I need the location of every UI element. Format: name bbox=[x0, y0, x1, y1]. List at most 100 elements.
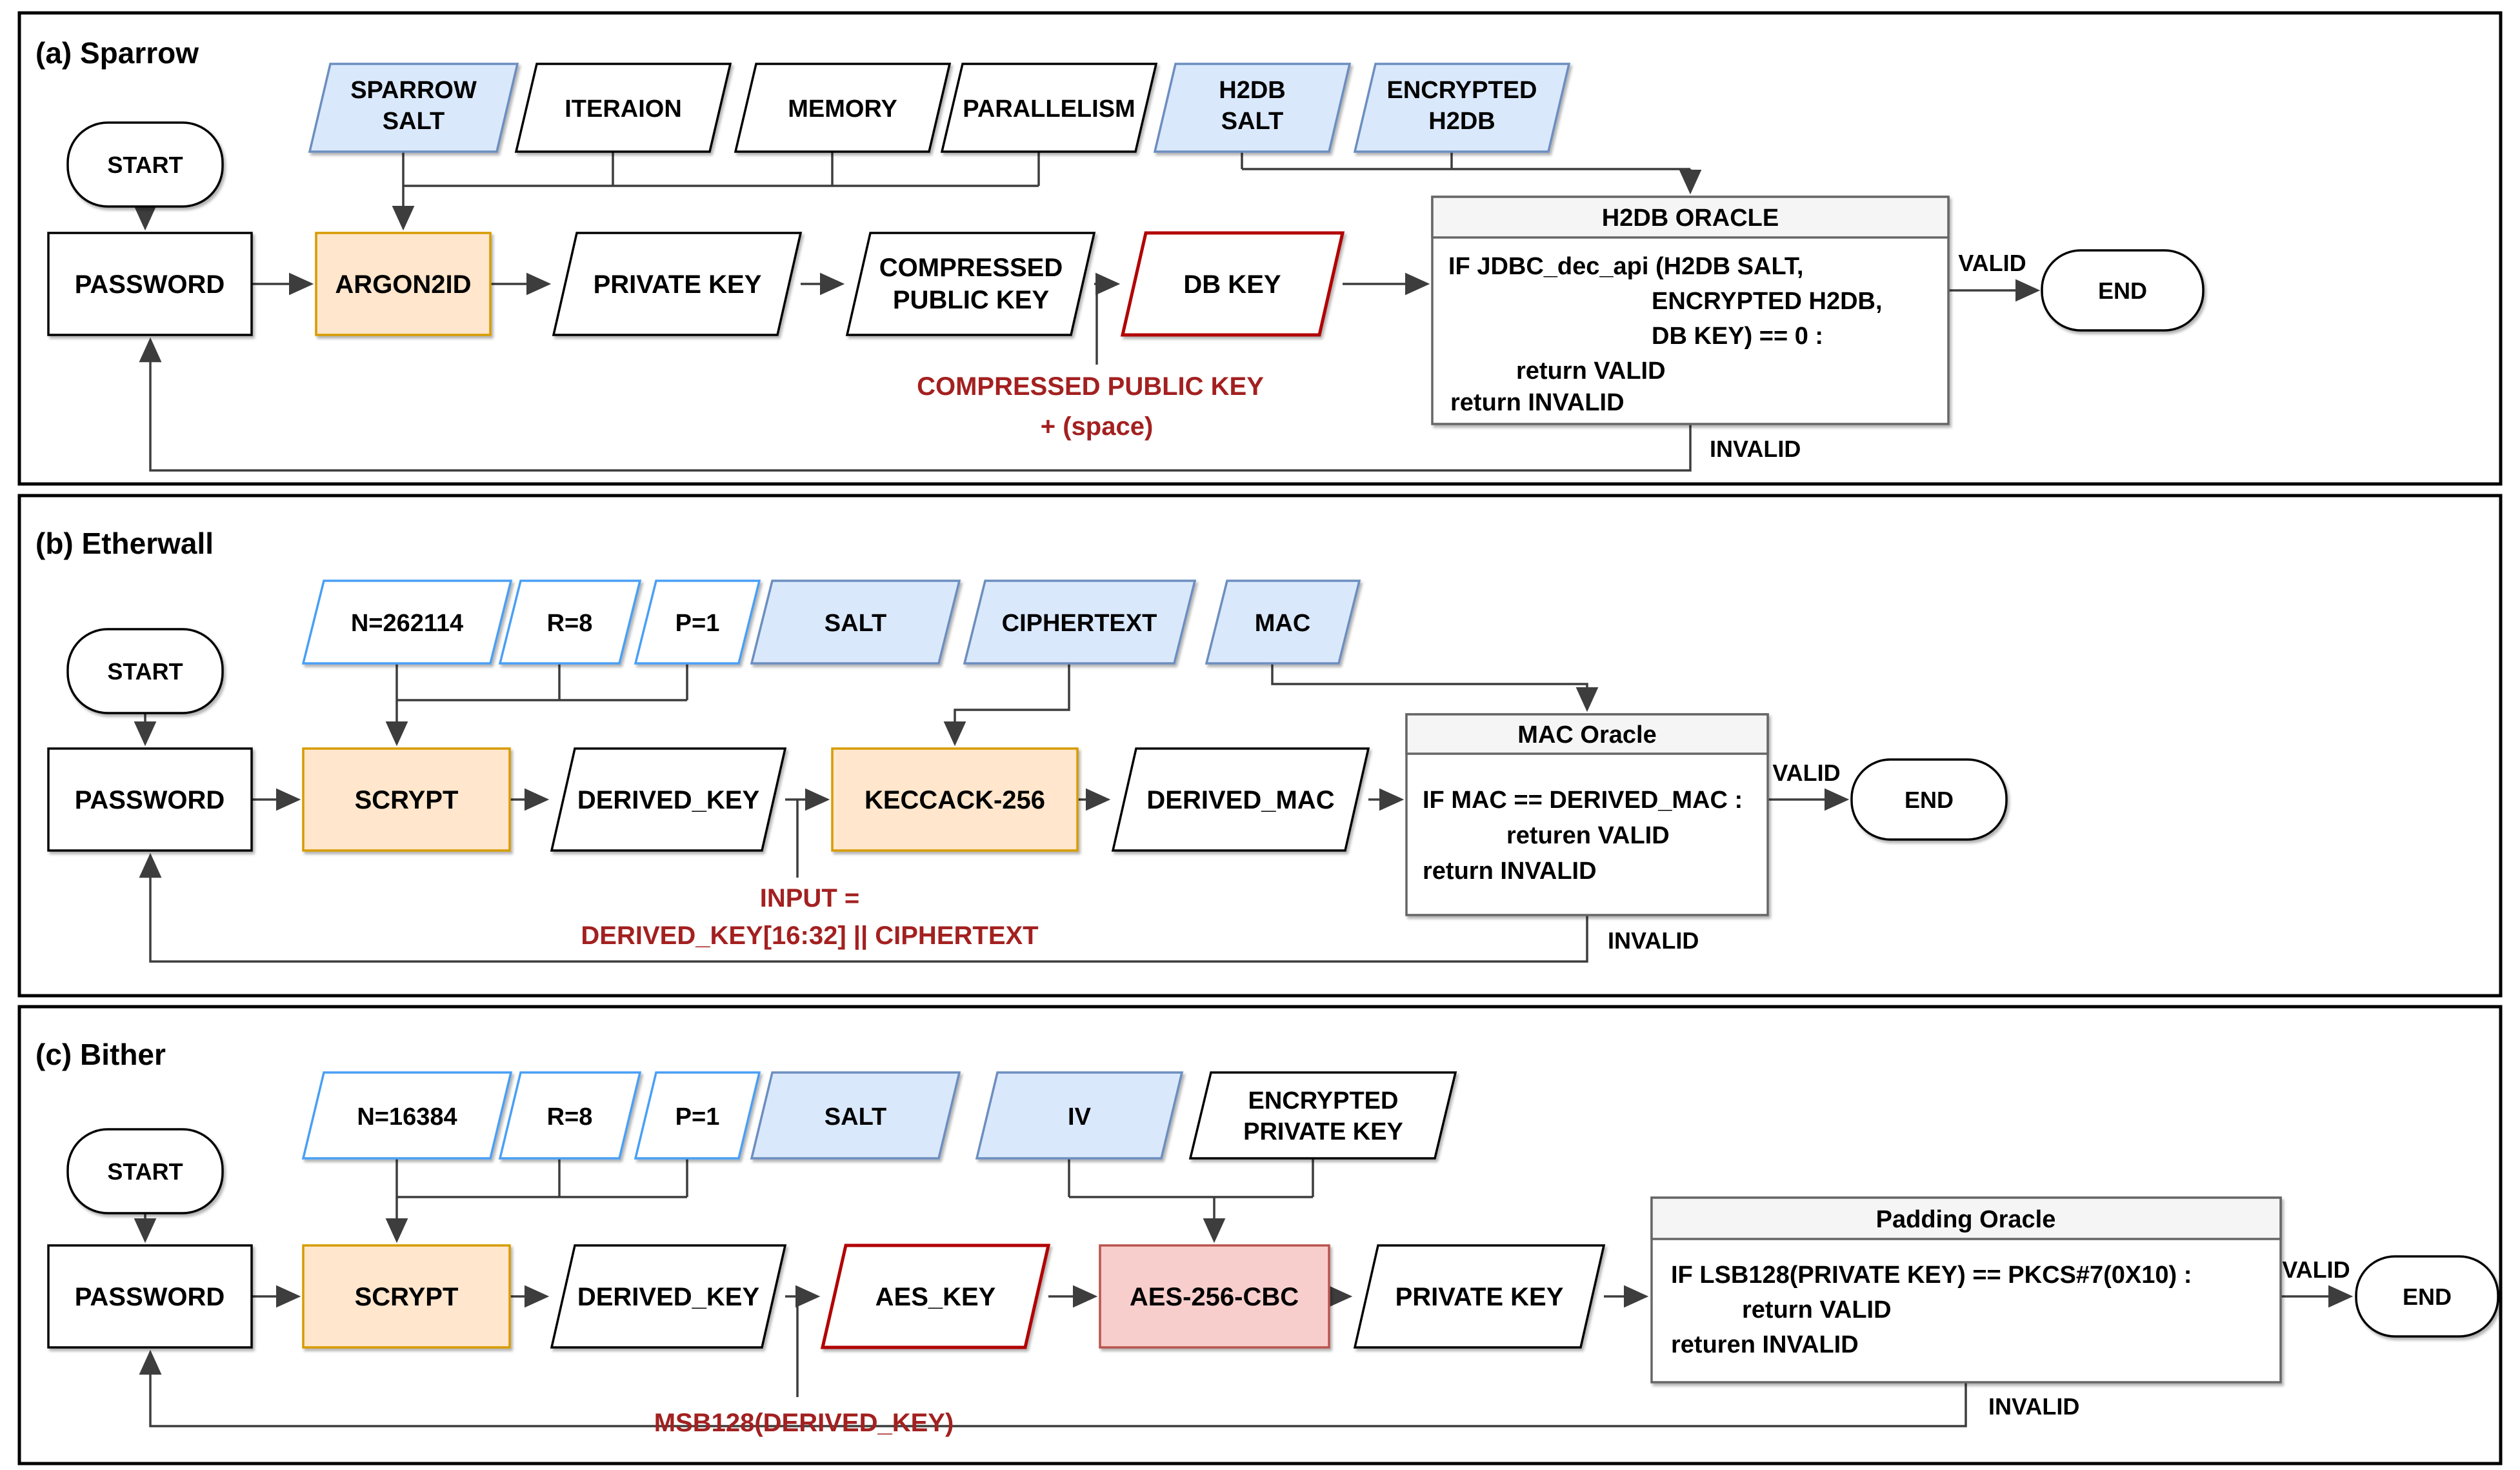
input-mac-b bbox=[1205, 579, 1361, 665]
start-terminator-b bbox=[66, 628, 224, 714]
mac-oracle-code-1: IF MAC == DERIVED_MAC : bbox=[1423, 787, 1743, 814]
input-p-b bbox=[634, 579, 761, 665]
panel-etherwall: (b) Etherwall START PASSWORD SCRYPT N=26… bbox=[17, 494, 2503, 998]
input-parallelism-label: PARALLELISM bbox=[963, 96, 1135, 123]
panel-sparrow: (a) Sparrow START PASSWORD ARGON2ID SPAR… bbox=[17, 11, 2503, 486]
input-h2db-salt-a bbox=[1153, 63, 1352, 153]
input-h2db-salt-line2: SALT bbox=[1221, 108, 1283, 135]
input-iteraion-label: ITERAION bbox=[565, 96, 682, 123]
input-epk-line2-c: PRIVATE KEY bbox=[1243, 1118, 1403, 1145]
mac-oracle-header bbox=[1405, 713, 1769, 755]
start-label-b: START bbox=[107, 658, 183, 685]
input-salt-c bbox=[750, 1071, 961, 1160]
input-sparrow-salt-line2: SALT bbox=[383, 108, 445, 135]
private-key-parallelogram-c bbox=[1353, 1244, 1606, 1349]
annotation-b-line2: DERIVED_KEY[16:32] || CIPHERTEXT bbox=[581, 921, 1038, 950]
input-h2db-salt-line1: H2DB bbox=[1219, 77, 1285, 104]
password-label-b: PASSWORD bbox=[75, 786, 225, 814]
input-iv-label-c: IV bbox=[1068, 1103, 1092, 1131]
route-mac-oracle-b bbox=[1271, 663, 1599, 712]
panel-bither: (c) Bither START PASSWORD SCRYPT N=16384… bbox=[17, 1005, 2503, 1465]
padding-oracle-title: Padding Oracle bbox=[1876, 1206, 2056, 1233]
scrypt-box-b bbox=[302, 747, 511, 852]
input-iteraion-a bbox=[514, 63, 732, 153]
db-key-parallelogram-a bbox=[1120, 231, 1345, 337]
start-terminator-a bbox=[66, 121, 224, 208]
h2db-oracle-code-1: IF JDBC_dec_api (H2DB SALT, bbox=[1448, 253, 1803, 280]
end-terminator-a bbox=[2041, 249, 2205, 332]
end-label-a: END bbox=[2098, 277, 2147, 304]
password-box-a bbox=[47, 232, 253, 336]
input-salt-label-b: SALT bbox=[825, 610, 886, 637]
mac-oracle-title: MAC Oracle bbox=[1517, 721, 1656, 749]
derived-mac-label-b: DERIVED_MAC bbox=[1146, 786, 1334, 814]
input-encrypted-private-key-c bbox=[1188, 1071, 1457, 1160]
input-epk-line1-c: ENCRYPTED bbox=[1248, 1087, 1399, 1114]
bus-kdf-params-c bbox=[397, 1158, 688, 1198]
input-n-label-b: N=262114 bbox=[351, 610, 463, 637]
input-r-label-b: R=8 bbox=[547, 610, 593, 637]
compressed-public-key-parallelogram-a bbox=[845, 232, 1096, 336]
derived-mac-parallelogram-b bbox=[1111, 747, 1370, 852]
panel-a-title: (a) Sparrow bbox=[35, 36, 199, 70]
panel-c-border bbox=[17, 1005, 2503, 1465]
input-sparrow-salt-line1: SPARROW bbox=[350, 77, 477, 104]
compressed-public-key-line1: COMPRESSED bbox=[879, 254, 1063, 282]
valid-label-a: VALID bbox=[1958, 250, 2026, 276]
end-label-b: END bbox=[1905, 787, 1954, 813]
input-r-c bbox=[498, 1071, 642, 1160]
panel-b-border bbox=[17, 494, 2503, 998]
padding-oracle-header bbox=[1650, 1196, 2282, 1240]
input-iv-c bbox=[975, 1071, 1184, 1160]
password-box-c bbox=[47, 1244, 253, 1349]
input-ciphertext-label-b: CIPHERTEXT bbox=[1002, 610, 1157, 637]
annotation-b-line1: INPUT = bbox=[760, 884, 859, 912]
password-label-a: PASSWORD bbox=[75, 270, 225, 299]
scrypt-box-c bbox=[302, 1244, 511, 1349]
panel-a-border bbox=[17, 11, 2503, 486]
input-salt-label-c: SALT bbox=[825, 1103, 886, 1131]
derived-key-label-b: DERIVED_KEY bbox=[577, 786, 760, 814]
invalid-label-b: INVALID bbox=[1608, 927, 1699, 954]
padding-oracle-code-2: return VALID bbox=[1742, 1296, 1892, 1324]
input-p-label-c: P=1 bbox=[675, 1103, 720, 1131]
input-n-b bbox=[301, 579, 513, 665]
input-r-b bbox=[498, 579, 642, 665]
derived-key-label-c: DERIVED_KEY bbox=[577, 1283, 760, 1311]
h2db-oracle-title: H2DB ORACLE bbox=[1602, 205, 1779, 232]
start-label-a: START bbox=[107, 152, 183, 178]
panel-c-title: (c) Bither bbox=[35, 1038, 166, 1071]
route-ciphertext-keccack-b bbox=[943, 663, 1070, 747]
h2db-oracle-header bbox=[1431, 196, 1950, 239]
keccack-box-b bbox=[831, 747, 1079, 852]
input-p-c bbox=[634, 1071, 761, 1160]
start-label-c: START bbox=[107, 1158, 183, 1185]
private-key-label-a: PRIVATE KEY bbox=[594, 270, 762, 299]
argon2id-box-a bbox=[315, 232, 492, 336]
h2db-oracle-code-2: ENCRYPTED H2DB, bbox=[1652, 288, 1883, 315]
input-encrypted-h2db-line1: ENCRYPTED bbox=[1387, 77, 1537, 104]
annotation-c-line1: MSB128(DERIVED_KEY) bbox=[654, 1409, 954, 1437]
bus-kdf-params-b bbox=[397, 663, 688, 701]
input-sparrow-salt-a bbox=[308, 63, 519, 153]
scrypt-label-b: SCRYPT bbox=[355, 786, 459, 814]
input-ciphertext-b bbox=[963, 579, 1197, 665]
invalid-label-a: INVALID bbox=[1710, 436, 1801, 462]
input-n-c bbox=[301, 1071, 513, 1160]
valid-label-b: VALID bbox=[1772, 760, 1840, 786]
loop-invalid-b bbox=[139, 852, 1588, 963]
aes-256-cbc-box-c bbox=[1099, 1244, 1330, 1349]
private-key-parallelogram-a bbox=[552, 232, 803, 336]
password-box-b bbox=[47, 747, 253, 852]
aes-key-label-c: AES_KEY bbox=[875, 1283, 996, 1311]
annotation-a-line1: COMPRESSED PUBLIC KEY bbox=[917, 372, 1264, 401]
end-label-c: END bbox=[2403, 1284, 2452, 1310]
input-memory-a bbox=[734, 63, 952, 153]
input-p-label-b: P=1 bbox=[675, 610, 720, 637]
aes-key-parallelogram-c bbox=[820, 1243, 1051, 1349]
loop-invalid-a bbox=[139, 337, 1692, 472]
aes-256-cbc-label-c: AES-256-CBC bbox=[1130, 1283, 1299, 1311]
valid-label-c: VALID bbox=[2282, 1256, 2350, 1283]
